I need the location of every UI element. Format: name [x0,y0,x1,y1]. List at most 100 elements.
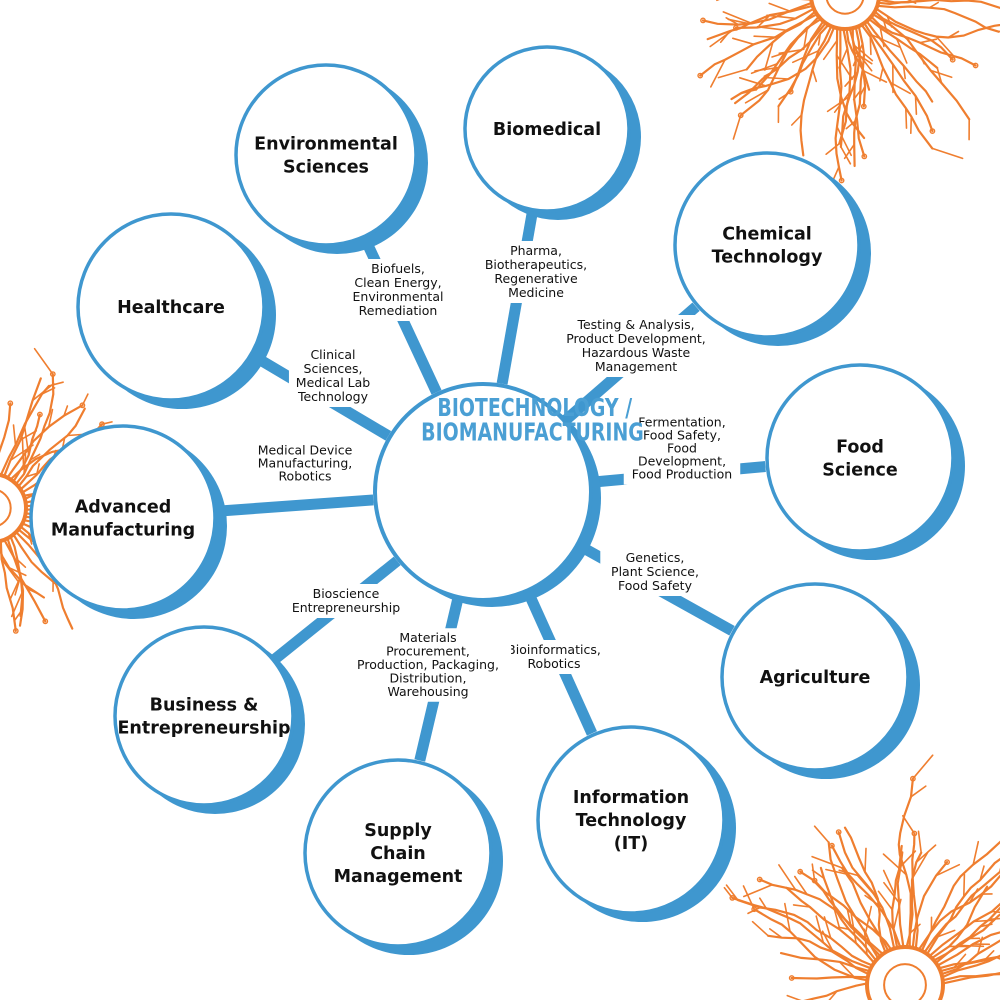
node-label: Technology [712,248,823,268]
label-backing [284,584,408,618]
spoke-advanced-manufacturing [216,494,374,517]
node-label: Chain [370,844,426,864]
neuron-cluster-top-right [697,0,1000,184]
node-label: Business & [150,696,259,716]
connection-label-line: Food Safety, [643,428,721,443]
connection-label-information-technology: Bioinformatics,Robotics [495,640,613,674]
node-label: Advanced [75,498,172,518]
label-backing [623,413,741,485]
node-label: Science [822,461,898,481]
node-label: Entrepreneurship [117,719,290,739]
connection-label-line: Distribution, [390,670,467,685]
node-circle [673,151,861,339]
node-circle [29,424,217,612]
connection-label-line: Medicine [508,285,564,300]
node-circle [76,212,266,402]
connection-label-line: Warehousing [387,684,468,699]
connection-label-line: Plant Science, [611,564,699,579]
connection-label-line: Production, Packaging, [357,657,499,672]
connection-label-line: Product Development, [566,331,706,346]
node-label: Technology [576,811,687,831]
connection-label-agriculture: Genetics,Plant Science,Food Safety [600,548,710,596]
connection-label-line: Robotics [527,656,580,671]
connection-label-line: Genetics, [626,550,685,565]
connection-label-line: Food Safety [618,578,693,593]
node-label: Agriculture [760,668,871,688]
connection-label-line: Biofuels, [371,261,425,276]
connection-label-line: Hazardous Waste [582,345,691,360]
label-backing [344,628,512,702]
label-backing [346,259,450,321]
center-title-line: BIOMANUFACTURING [421,418,644,447]
connection-label-line: Clinical [310,347,355,362]
center-hub: BIOTECHNOLOGY /BIOMANUFACTURING [373,382,644,607]
connection-labels: Biofuels,Clean Energy,EnvironmentalRemed… [250,241,741,702]
node-label: Manufacturing [51,521,195,541]
node-label: Sciences [283,158,369,178]
label-backing [250,441,360,487]
connection-label-line: Pharma, [510,243,562,258]
connection-label-line: Clean Energy, [354,275,441,290]
node-label: Chemical [722,225,812,245]
node-business-entrepreneurship: Business & Entrepreneurship [113,625,305,814]
connection-label-line: Technology [297,389,369,404]
connection-label-line: Robotics [278,469,331,484]
connection-label-line: Environmental [353,289,444,304]
connection-label-line: Entrepreneurship [292,600,400,615]
connection-label-line: Regenerative [494,271,578,286]
connection-label-line: Procurement, [386,643,470,658]
label-backing [474,241,598,303]
node-agriculture: Agriculture [720,582,920,779]
node-biomedical: Biomedical [463,45,641,220]
node-circle [463,45,631,213]
node-label: Healthcare [117,298,225,318]
node-label: Information [573,788,689,808]
node-circle [765,363,955,553]
node-circle [720,582,910,772]
connection-label-line: Remediation [359,303,438,318]
label-backing [288,345,378,407]
node-label: Supply [364,821,432,841]
connection-label-line: Bioinformatics, [507,642,601,657]
node-label: (IT) [614,834,648,854]
node-circle [303,758,493,948]
connection-label-line: Testing & Analysis, [576,317,694,332]
connection-label-line: Development, [638,454,726,469]
label-backing [600,548,710,596]
center-title-line: BIOTECHNOLOGY / [437,393,632,422]
node-circle [113,625,295,807]
node-label: Management [334,867,463,887]
connection-label-line: Sciences, [304,361,363,376]
connection-label-line: Biotherapeutics, [485,257,587,272]
connection-label-line: Bioscience [313,586,380,601]
connection-label-line: Medical Lab [296,375,370,390]
node-label: Environmental [254,135,398,155]
neuron-cluster-bottom-right [723,754,1000,1000]
connection-label-line: Medical Device [258,443,353,458]
topic-nodes: EnvironmentalSciencesBiomedicalChemicalT… [29,45,965,955]
label-backing [560,315,712,377]
connection-label-biomedical: Pharma,Biotherapeutics,RegenerativeMedic… [474,241,598,303]
connection-label-chemical-technology: Testing & Analysis,Product Development,H… [560,315,712,377]
connection-label-line: Fermentation, [638,415,725,430]
connection-label-line: Food [667,441,697,456]
connection-label-line: Manufacturing, [258,456,353,471]
label-backing [495,640,613,674]
connection-label-line: Management [595,359,677,374]
connection-label-line: Materials [399,630,456,645]
connection-label-environmental-sciences: Biofuels,Clean Energy,EnvironmentalRemed… [346,259,450,321]
node-label: Biomedical [493,120,601,140]
connection-label-line: Food Production [632,467,732,482]
connection-label-food-science: Fermentation,Food Safety,FoodDevelopment… [623,413,741,485]
